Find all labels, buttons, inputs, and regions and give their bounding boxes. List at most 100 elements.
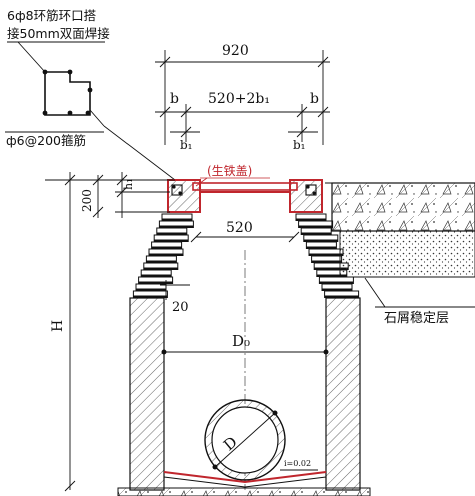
rebar-dot — [312, 191, 316, 195]
mortar-joint — [311, 260, 342, 263]
tick — [288, 231, 300, 243]
mortar-joint — [298, 225, 333, 228]
tick — [116, 174, 128, 186]
tick — [64, 480, 76, 492]
rebar-dot — [85, 110, 91, 116]
stabilizing-layer-label: 石屑稳定层 — [384, 310, 449, 326]
dim-dot — [161, 349, 167, 355]
tick — [317, 56, 329, 68]
corbel-right — [295, 213, 360, 298]
mortar-joint — [141, 274, 172, 277]
tick — [159, 106, 171, 118]
dim-200: 200 — [80, 189, 94, 212]
tick — [296, 106, 308, 118]
detail-pointer-line — [103, 125, 176, 181]
rebar-dot — [306, 185, 310, 189]
mortar-joint — [316, 274, 347, 277]
dim-b1-left: b₁ — [180, 138, 193, 152]
dim-920-label: 920 — [222, 43, 249, 59]
manhole-cover-assembly: (生铁盖) — [167, 164, 323, 213]
stabilizing-layer — [339, 230, 475, 278]
shaft-wall-left — [129, 297, 165, 491]
mortar-joint — [301, 232, 332, 235]
mortar-joint — [151, 246, 182, 249]
rebar-dot — [178, 191, 182, 195]
invert: i=0.02 — [117, 459, 371, 496]
slope-label: i=0.02 — [284, 459, 311, 468]
invert-slope-black — [163, 476, 327, 488]
dim-dot — [323, 349, 329, 355]
tick — [92, 206, 104, 218]
dim-b1-right: b₁ — [293, 138, 306, 152]
shaft: D₀ — [129, 250, 361, 491]
mortar-joint — [154, 239, 189, 242]
tick — [92, 174, 104, 186]
mortar-joint — [314, 267, 349, 270]
corbel-left — [132, 213, 194, 298]
mortar-joint — [143, 267, 178, 270]
dim-inner-label: 520+2b₁ — [208, 91, 270, 107]
mortar-joint — [156, 232, 187, 235]
rebar-dot — [67, 69, 73, 75]
mortar-joint — [146, 260, 177, 263]
tick — [180, 106, 192, 118]
stirrup-leader — [89, 109, 105, 127]
dim-dot — [212, 464, 218, 470]
rebar-dot — [42, 110, 48, 116]
invert-slope-red — [163, 471, 327, 484]
tick — [190, 231, 202, 243]
dim-b-right: b — [310, 91, 319, 107]
mortar-joint — [322, 288, 352, 291]
tick — [64, 174, 76, 186]
cover-outline — [199, 180, 291, 193]
shaft-wall-right — [325, 297, 361, 491]
rebar-dot — [87, 87, 93, 93]
stabilizing-leader — [364, 277, 386, 308]
rebar-dot — [67, 110, 73, 116]
cover-label: (生铁盖) — [207, 164, 252, 178]
mortar-joint — [133, 295, 168, 298]
tick — [116, 186, 128, 198]
dim-520-label: 520 — [226, 220, 253, 236]
pavement-layers: 石屑稳定层 — [325, 182, 475, 326]
mortar-joint — [303, 239, 338, 242]
dim-D0-label: D₀ — [232, 332, 250, 350]
neck-dimensions: 520 20 — [160, 220, 300, 315]
pipe: D — [204, 399, 286, 481]
rebar-dot — [172, 185, 176, 189]
vertical-dimensions: h₁ 200 H — [45, 172, 175, 492]
mortar-joint — [296, 218, 326, 221]
tick — [159, 56, 171, 68]
mortar-joint — [162, 218, 192, 221]
pipe-dia-line — [214, 412, 276, 468]
ring-rebar-note-line2: 接50mm双面焊接 — [7, 26, 110, 41]
tick — [317, 106, 329, 118]
base-slab — [117, 487, 371, 496]
stirrup-note: ф6@200箍筋 — [6, 133, 86, 148]
pavement-surface-layer — [331, 182, 475, 232]
rebar-detail: 6ф8环筋环口搭 接50mm双面焊接 ф6@200箍筋 — [5, 8, 176, 181]
stirrup-shape — [44, 71, 91, 116]
mortar-joint — [324, 295, 359, 298]
dim-20-label: 20 — [172, 300, 189, 315]
note-leader-line — [17, 41, 46, 73]
dim-dot — [272, 410, 278, 416]
mortar-joint — [136, 288, 166, 291]
ring-rebar-note-line1: 6ф8环筋环口搭 — [7, 8, 97, 23]
tick — [296, 126, 308, 138]
dim-b-left: b — [170, 91, 179, 107]
rebar-dot — [42, 69, 48, 75]
mortar-joint — [306, 246, 337, 249]
top-dimensions: 920 b b 520+2b₁ b₁ b₁ — [155, 43, 330, 152]
mortar-joint — [319, 281, 354, 284]
dim-H: H — [50, 320, 66, 332]
dim-h1: h₁ — [122, 179, 135, 191]
cast-iron-cover — [192, 182, 298, 191]
mortar-joint — [159, 225, 194, 228]
mortar-joint — [138, 281, 173, 284]
mortar-joint — [309, 253, 343, 256]
tick — [180, 126, 192, 138]
mortar-joint — [149, 253, 183, 256]
cap-rebar-left — [171, 184, 183, 196]
